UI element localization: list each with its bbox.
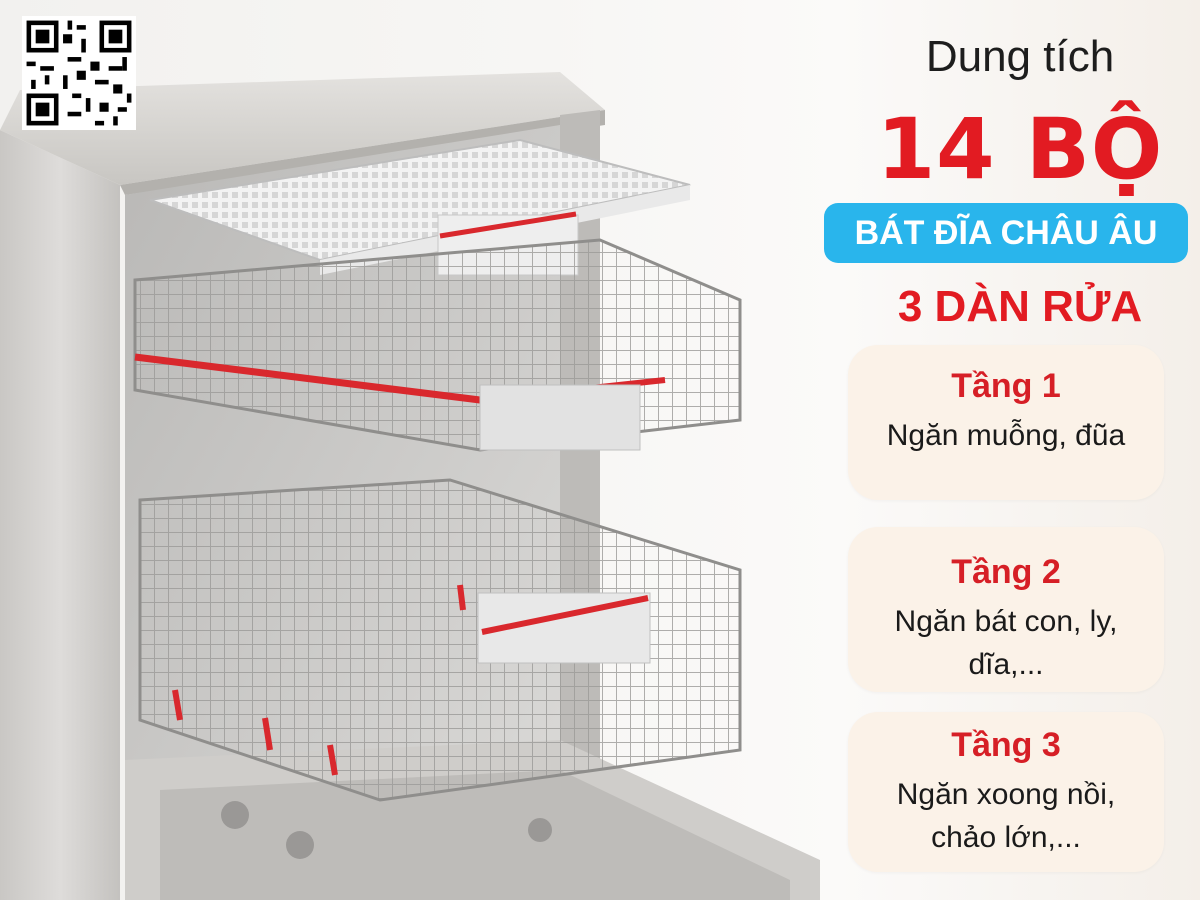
capacity-label: Dung tích xyxy=(925,32,1115,81)
tier-desc-line: Ngăn bát con, ly, xyxy=(894,605,1118,638)
capacity-value: 14 BỘ xyxy=(876,100,1164,198)
tier-card-3: Tầng 3 Ngăn xoong nồi, chảo lớn,... xyxy=(848,712,1164,872)
tier-card-2: Tầng 2 Ngăn bát con, ly, dĩa,... xyxy=(848,527,1164,692)
capacity-unit-badge: BÁT ĐĨA CHÂU ÂU xyxy=(824,203,1188,263)
tier-desc-line: chảo lớn,... xyxy=(931,821,1081,854)
racks-label: 3 DÀN RỬA xyxy=(897,282,1143,331)
tier-desc-line: Ngăn muỗng, đũa xyxy=(886,419,1126,452)
tier-title: Tầng 1 xyxy=(951,367,1061,405)
tier-title: Tầng 3 xyxy=(951,726,1061,764)
qr-code-icon xyxy=(22,16,136,130)
tier-card-1: Tầng 1 Ngăn muỗng, đũa xyxy=(848,345,1164,500)
tier-desc-line: Ngăn xoong nồi, xyxy=(896,778,1116,811)
dishwasher-image xyxy=(0,72,820,900)
tier-title: Tầng 2 xyxy=(951,553,1061,591)
tier-desc-line: dĩa,... xyxy=(968,648,1044,681)
